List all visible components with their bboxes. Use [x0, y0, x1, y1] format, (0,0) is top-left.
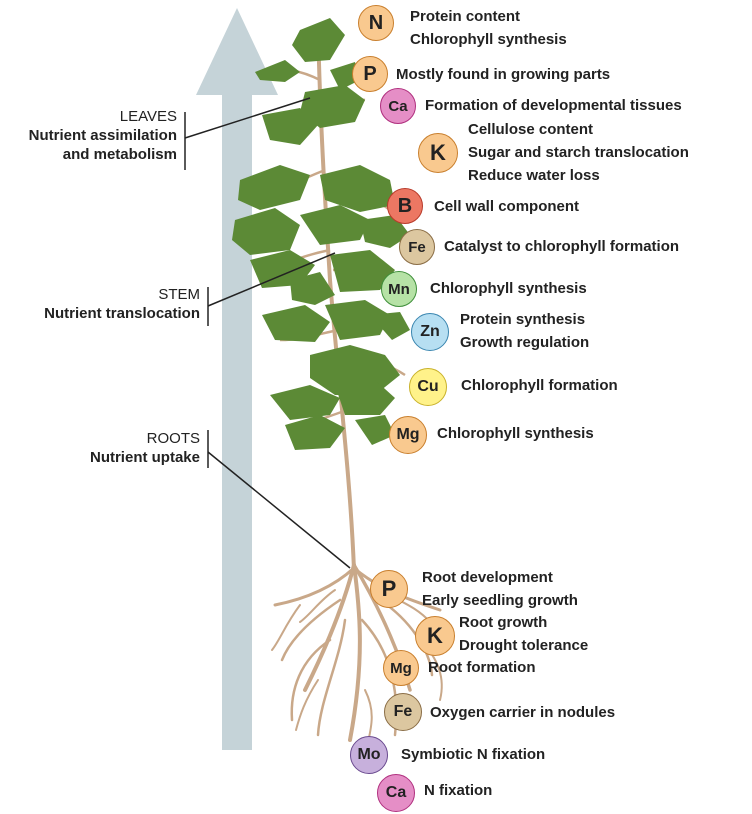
nutrient-badge-p-root: P [370, 570, 408, 608]
nutrient-desc-zn: Protein synthesis Growth regulation [460, 308, 589, 354]
nutrient-desc-n: Protein content Chlorophyll synthesis [410, 5, 567, 51]
nutrient-desc-p-root: Root development Early seedling growth [422, 566, 578, 612]
nutrient-badge-zn: Zn [411, 313, 449, 351]
nutrient-desc-line: Mostly found in growing parts [396, 66, 611, 83]
region-stem-line-1: Nutrient translocation [44, 305, 200, 322]
nutrient-desc-line: Chlorophyll synthesis [437, 425, 594, 442]
nutrient-badge-ca-leaf: Ca [380, 88, 416, 124]
nutrient-desc-line: Drought tolerance [459, 637, 589, 654]
nutrient-desc-mg-leaf: Chlorophyll synthesis [437, 422, 594, 445]
nutrient-desc-b: Cell wall component [434, 195, 579, 218]
nutrient-badge-mo: Mo [350, 736, 388, 774]
nutrient-badge-mg-leaf: Mg [389, 416, 427, 454]
nutrient-desc-line: Sugar and starch translocation [468, 144, 689, 161]
nutrient-desc-ca-leaf: Formation of developmental tissues [425, 94, 682, 117]
region-leaves-line-2: and metabolism [62, 146, 177, 163]
nutrient-desc-line: Root development [422, 569, 553, 586]
connector-lines [184, 97, 351, 569]
nutrient-desc-line: Growth regulation [460, 334, 590, 351]
nutrient-desc-p-leaf: Mostly found in growing parts [396, 63, 610, 86]
nutrient-desc-line: N fixation [424, 782, 493, 799]
nutrient-badge-p-leaf: P [352, 56, 388, 92]
nutrient-desc-line: Cellulose content [468, 121, 594, 138]
nutrient-desc-line: Symbiotic N fixation [401, 746, 546, 763]
nutrient-badge-n: N [358, 5, 394, 41]
nutrient-desc-line: Early seedling growth [422, 592, 578, 609]
nutrient-desc-cu: Chlorophyll formation [461, 374, 618, 397]
nutrient-desc-k-leaf: Cellulose content Sugar and starch trans… [468, 118, 689, 187]
nutrient-desc-fe-leaf: Catalyst to chlorophyll formation [444, 235, 679, 258]
nutrient-badge-fe-root: Fe [384, 693, 422, 731]
region-leaves: LEAVES Nutrient assimilation and metabol… [0, 107, 177, 164]
nutrient-desc-line: Catalyst to chlorophyll formation [444, 238, 680, 255]
leaves [232, 18, 410, 450]
nutrient-desc-line: Formation of developmental tissues [425, 97, 682, 114]
nutrient-badge-cu: Cu [409, 368, 447, 406]
nutrient-desc-mn: Chlorophyll synthesis [430, 277, 587, 300]
nutrient-badge-b: B [387, 188, 423, 224]
roots [271, 563, 443, 743]
region-roots-line-1: Nutrient uptake [89, 449, 200, 466]
nutrient-badge-fe-leaf: Fe [399, 229, 435, 265]
region-leaves-title: LEAVES [119, 108, 177, 125]
nutrient-desc-line: Oxygen carrier in nodules [430, 704, 616, 721]
nutrient-desc-mg-root: Root formation [428, 656, 535, 679]
nutrient-desc-line: Root formation [428, 659, 536, 676]
region-roots-title: ROOTS [146, 430, 200, 447]
upward-arrow [196, 8, 278, 750]
nutrient-desc-k-root: Root growth Drought tolerance [459, 611, 588, 657]
nutrient-desc-line: Root growth [459, 614, 548, 631]
nutrient-badge-k-root: K [415, 616, 455, 656]
nutrient-desc-line: Cell wall component [434, 198, 580, 215]
nutrient-desc-line: Chlorophyll synthesis [410, 31, 567, 48]
nutrient-badge-mg-root: Mg [383, 650, 419, 686]
nutrient-desc-line: Reduce water loss [468, 167, 600, 184]
nutrient-badge-k-leaf: K [418, 133, 458, 173]
region-stem-title: STEM [158, 286, 200, 303]
nutrient-desc-line: Chlorophyll synthesis [430, 280, 587, 297]
nutrient-badge-mn: Mn [381, 271, 417, 307]
nutrient-desc-mo: Symbiotic N fixation [401, 743, 545, 766]
region-roots: ROOTS Nutrient uptake [0, 429, 200, 467]
nutrient-desc-fe-root: Oxygen carrier in nodules [430, 701, 615, 724]
nutrient-desc-ca-root: N fixation [424, 779, 492, 802]
nutrient-desc-line: Chlorophyll formation [461, 377, 618, 394]
nutrient-badge-ca-root: Ca [377, 774, 415, 812]
region-leaves-line-1: Nutrient assimilation [28, 127, 177, 144]
region-stem: STEM Nutrient translocation [0, 285, 200, 323]
nutrient-desc-line: Protein content [410, 8, 521, 25]
nutrient-desc-line: Protein synthesis [460, 311, 586, 328]
